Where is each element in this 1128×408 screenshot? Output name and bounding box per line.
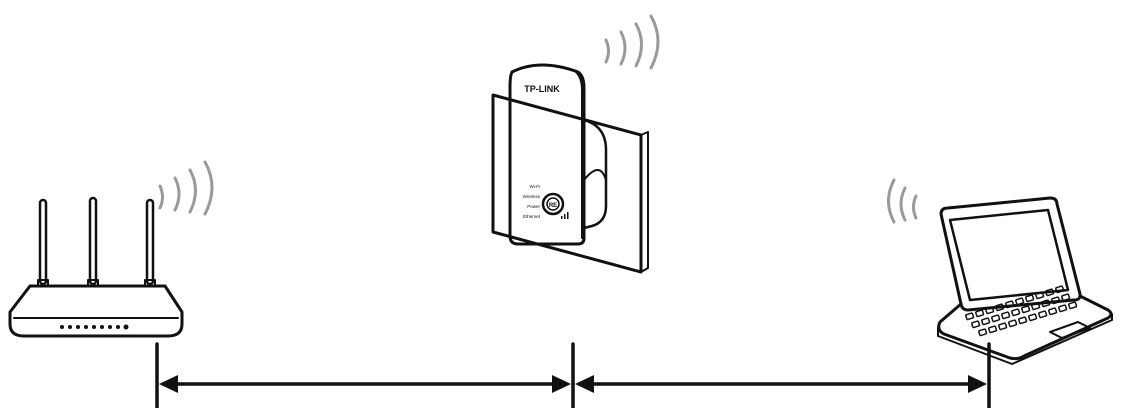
wifi-signal-icon — [889, 180, 917, 222]
wifi-signal-icon — [606, 16, 658, 68]
range-extender-icon: TP-LINK RE Wi-Fi Wireless Power Ethernet — [493, 65, 648, 272]
extender-led-ethernet: Ethernet — [523, 214, 541, 219]
router-antennas — [38, 198, 155, 286]
extender-signal-bars — [561, 212, 569, 219]
router-icon — [10, 198, 182, 336]
extender-re-button-label: RE — [549, 203, 557, 209]
extender-led-wifi: Wi-Fi — [530, 184, 541, 189]
laptop-touchpad — [1050, 322, 1090, 338]
double-arrow-icon — [157, 344, 989, 408]
wifi-signal-icon — [160, 162, 212, 214]
extender-led-wireless: Wireless — [523, 194, 541, 199]
extender-led-power: Power — [527, 204, 540, 209]
router-leds — [60, 325, 129, 330]
laptop-icon — [938, 198, 1112, 364]
extender-brand: TP-LINK — [524, 84, 560, 94]
